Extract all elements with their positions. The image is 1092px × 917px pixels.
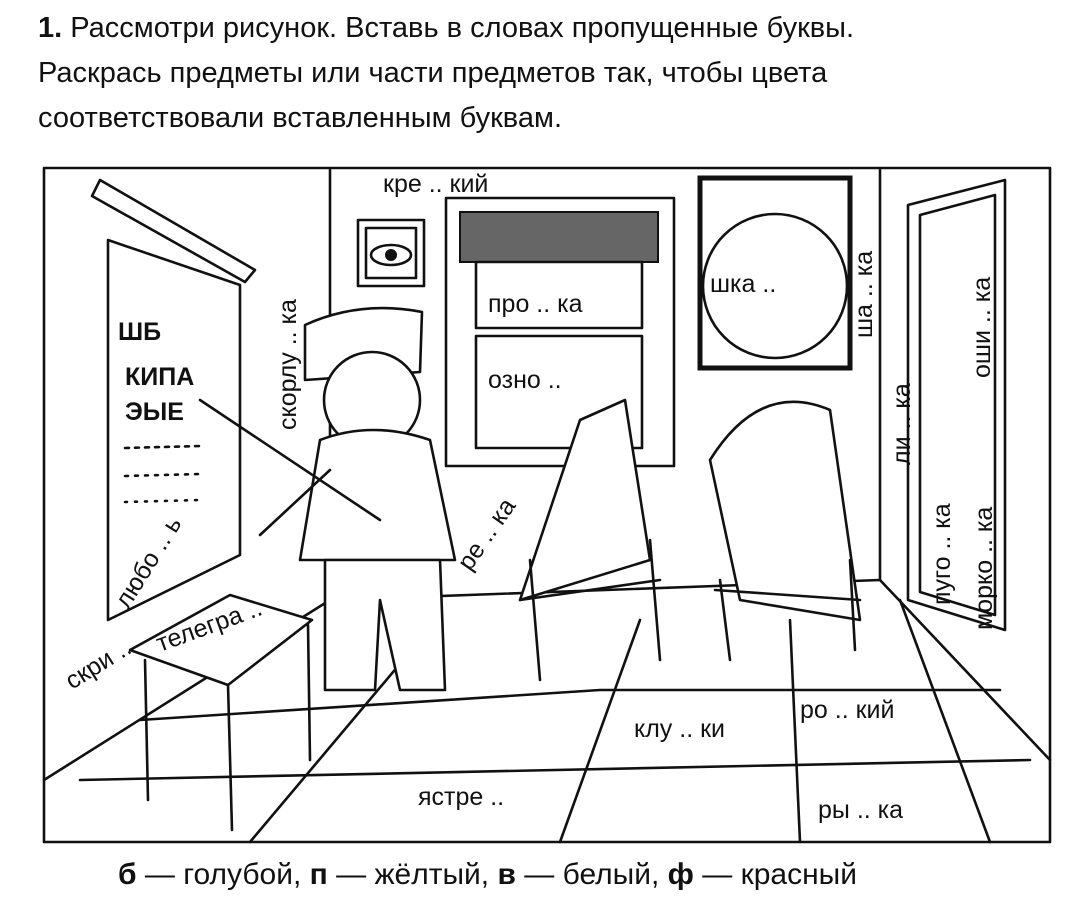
cabinet-circle bbox=[701, 212, 849, 360]
doctor-coat bbox=[298, 428, 457, 562]
floor-line-6 bbox=[898, 598, 992, 844]
word-oshi: оши .. ка bbox=[968, 277, 996, 378]
eye-picture-inner bbox=[364, 226, 418, 280]
legend-letter-b: б bbox=[118, 858, 137, 891]
word-morko: морко .. ка bbox=[970, 507, 998, 630]
task-line-3: соответствовали вставленным буквам. bbox=[38, 102, 562, 134]
legend-color-p: — жёлтый, bbox=[336, 858, 490, 891]
word-yastre: ястре .. bbox=[418, 783, 504, 811]
legend-color-v: — белый, bbox=[524, 858, 660, 891]
table-leg-3 bbox=[306, 623, 312, 762]
window-pane-top bbox=[474, 260, 644, 330]
floor-line-4 bbox=[558, 618, 642, 844]
floor-line-2 bbox=[78, 758, 1032, 782]
eye-chart-dots-1 bbox=[123, 444, 202, 450]
chair-2 bbox=[713, 558, 862, 662]
floor-line-5 bbox=[788, 618, 802, 844]
doctor-arm bbox=[258, 468, 332, 537]
eye-chart-dots-2 bbox=[123, 472, 202, 478]
window-blind bbox=[459, 211, 659, 263]
door bbox=[906, 178, 1007, 632]
task-text: 1. Рассмотри рисунок. Вставь в словах пр… bbox=[38, 6, 1068, 141]
girl-character bbox=[708, 400, 862, 622]
word-skri: скри .. bbox=[60, 633, 136, 695]
legend-letter-v: в bbox=[497, 858, 516, 891]
word-shapka: ша .. ка bbox=[850, 251, 878, 338]
eye-pupil-icon bbox=[385, 249, 397, 261]
word-probka: про .. ка bbox=[488, 290, 583, 318]
word-robkiy: ро .. кий bbox=[800, 696, 894, 724]
eye-chart-row-1: ШБ bbox=[118, 318, 161, 346]
word-rybka: ры .. ка bbox=[818, 796, 903, 824]
table-top bbox=[128, 593, 314, 687]
floor-line-1 bbox=[138, 688, 1002, 722]
legend-letter-f: ф bbox=[667, 858, 694, 891]
pointer-stick bbox=[198, 398, 382, 522]
eye-chart bbox=[106, 238, 242, 622]
color-legend: б — голубой, п — жёлтый, в — белый, ф — … bbox=[118, 858, 857, 892]
floor-line-3 bbox=[248, 638, 422, 844]
task-line-2: Раскрась предметы или части предметов та… bbox=[38, 57, 828, 89]
word-lipka: ли .. ка bbox=[888, 383, 916, 465]
eye-chart-dots-3 bbox=[123, 498, 202, 504]
table-leg-2 bbox=[226, 683, 234, 832]
floor-edge bbox=[42, 578, 1052, 782]
word-pugo: пуго .. ка bbox=[928, 503, 956, 605]
task-number: 1. bbox=[38, 12, 63, 44]
eye-chart-row-2: КИПА bbox=[125, 363, 194, 391]
task-line-1-text: Рассмотри рисунок. Вставь в словах пропу… bbox=[70, 12, 855, 44]
word-shkaf: шка .. bbox=[710, 270, 776, 298]
word-klu: клу .. ки bbox=[634, 715, 725, 743]
chair-1 bbox=[518, 538, 662, 682]
lamp bbox=[90, 178, 257, 284]
word-skorlupka: скорлу .. ка bbox=[274, 299, 302, 430]
table-leg-1 bbox=[143, 658, 150, 802]
legend-color-b: — голубой, bbox=[144, 858, 302, 891]
task-line-1: 1. Рассмотри рисунок. Вставь в словах пр… bbox=[38, 6, 1068, 51]
doctor-trousers bbox=[323, 558, 447, 692]
word-kreslo: кре .. кий bbox=[383, 170, 488, 198]
eye-icon bbox=[369, 243, 413, 267]
word-rebka: ре .. ка bbox=[452, 493, 521, 575]
legend-letter-p: п bbox=[309, 858, 328, 891]
window-pane-bottom bbox=[474, 334, 644, 450]
pencil-character bbox=[518, 398, 652, 602]
eye-chart-row-3: ЭЫЕ bbox=[125, 398, 184, 426]
door-panel bbox=[918, 193, 997, 617]
legend-color-f: — красный bbox=[702, 858, 857, 891]
picture-frame bbox=[42, 166, 1052, 844]
word-ozno: озно .. bbox=[488, 366, 562, 394]
